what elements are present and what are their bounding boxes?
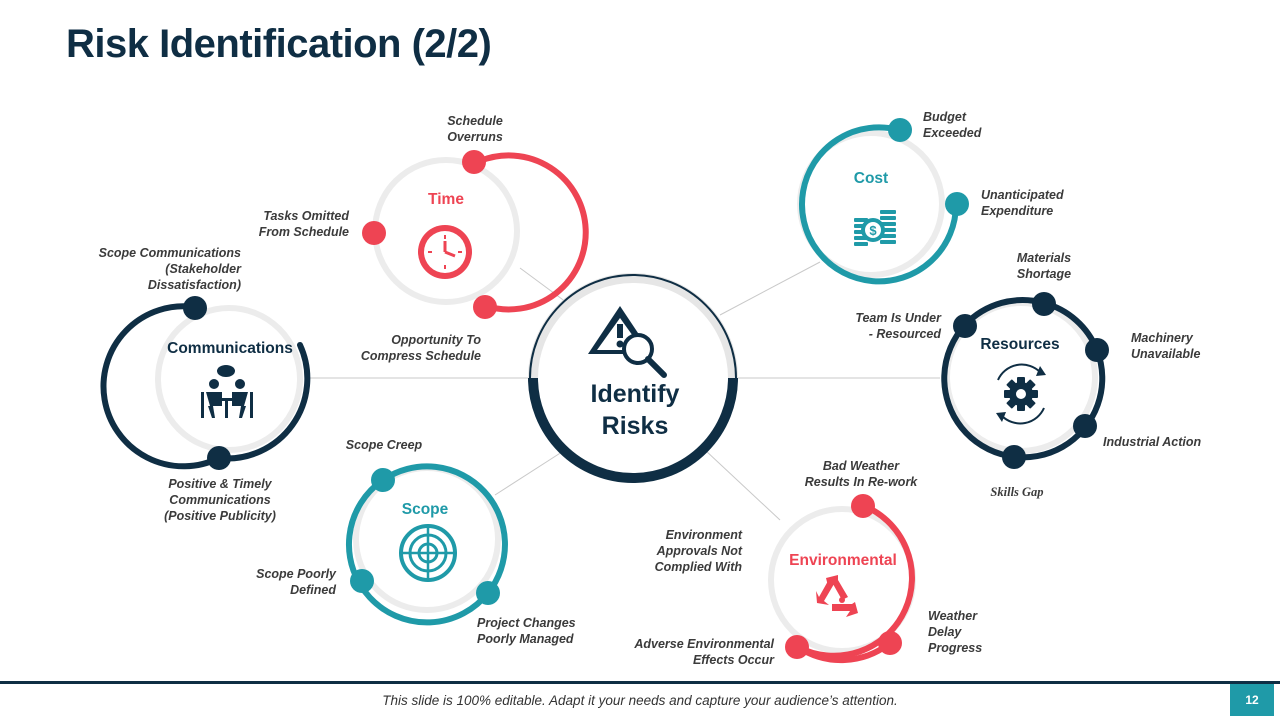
- communications-label: Communications: [167, 340, 293, 357]
- communications-point: Scope Communications (Stakeholder Dissat…: [98, 246, 241, 292]
- cost-point: Unanticipated Expenditure: [981, 188, 1064, 218]
- cost-label: Cost: [853, 170, 889, 187]
- scope-point: Scope Poorly Defined: [256, 567, 336, 597]
- resources-point: Machinery Unavailable: [1131, 331, 1201, 361]
- communications-point: Positive & Timely Communications (Positi…: [164, 477, 276, 523]
- cost-dot: [888, 118, 912, 142]
- resources-point: Team Is Under - Resourced: [855, 311, 941, 341]
- resources-ring: [941, 292, 1109, 469]
- time-dot: [473, 295, 497, 319]
- identify-risks-hub: [528, 273, 738, 483]
- resources-dot: [1032, 292, 1056, 316]
- scope-ring: [346, 463, 508, 626]
- resources-dot: [1085, 338, 1109, 362]
- communications-dot: [183, 296, 207, 320]
- money-icon: $: [854, 210, 896, 246]
- time-label: Time: [428, 191, 464, 208]
- clock-icon: [418, 225, 472, 279]
- gear-icon: [996, 363, 1046, 425]
- communications-dot: [207, 446, 231, 470]
- environmental-dot: [785, 635, 809, 659]
- resources-dot: [1002, 445, 1026, 469]
- scope-dot: [350, 569, 374, 593]
- svg-text:$: $: [869, 223, 877, 238]
- environmental-point: Environment Approvals Not Complied With: [654, 528, 742, 574]
- scope-dot: [371, 468, 395, 492]
- recycle-icon: [816, 575, 858, 617]
- communications-ring: [100, 296, 311, 470]
- time-point: Tasks Omitted From Schedule: [258, 209, 349, 239]
- scope-label: Scope: [401, 501, 449, 518]
- environmental-ring: [768, 494, 916, 664]
- environmental-point: Adverse Environmental Effects Occur: [634, 637, 774, 667]
- meeting-icon: [201, 365, 253, 418]
- target-icon: [399, 524, 457, 582]
- resources-label: Resources: [980, 336, 1060, 353]
- time-point: Opportunity To Compress Schedule: [360, 333, 481, 363]
- page-number: 12: [1230, 684, 1274, 716]
- environmental-point: Bad Weather Results In Re-work: [804, 459, 918, 489]
- environmental-point: Weather Delay Progress: [928, 609, 983, 655]
- cost-ring: [797, 118, 969, 285]
- time-dot: [362, 221, 386, 245]
- environmental-label: Environmental: [789, 552, 897, 569]
- time-point: Schedule Overruns: [447, 114, 503, 144]
- time-ring: [362, 150, 589, 319]
- time-dot: [462, 150, 486, 174]
- resources-point: Materials Shortage: [1016, 251, 1072, 281]
- environmental-dot: [851, 494, 875, 518]
- resources-point: Industrial Action: [1103, 435, 1202, 449]
- environmental-dot: [878, 631, 902, 655]
- resources-point: Skills Gap: [990, 485, 1044, 499]
- footer-note: This slide is 100% editable. Adapt it yo…: [382, 693, 898, 708]
- cost-dot: [945, 192, 969, 216]
- scope-point: Scope Creep: [345, 438, 423, 452]
- scope-dot: [476, 581, 500, 605]
- connector-lines: [310, 261, 940, 521]
- scope-point: Project Changes Poorly Managed: [477, 616, 576, 646]
- footer-divider: [0, 681, 1280, 684]
- center-label: Identify Risks: [590, 380, 680, 440]
- resources-dot: [1073, 414, 1097, 438]
- cost-point: Budget Exceeded: [923, 110, 982, 140]
- page-title: Risk Identification (2/2): [66, 22, 492, 66]
- warning-search-icon: [588, 306, 667, 378]
- resources-dot: [953, 314, 977, 338]
